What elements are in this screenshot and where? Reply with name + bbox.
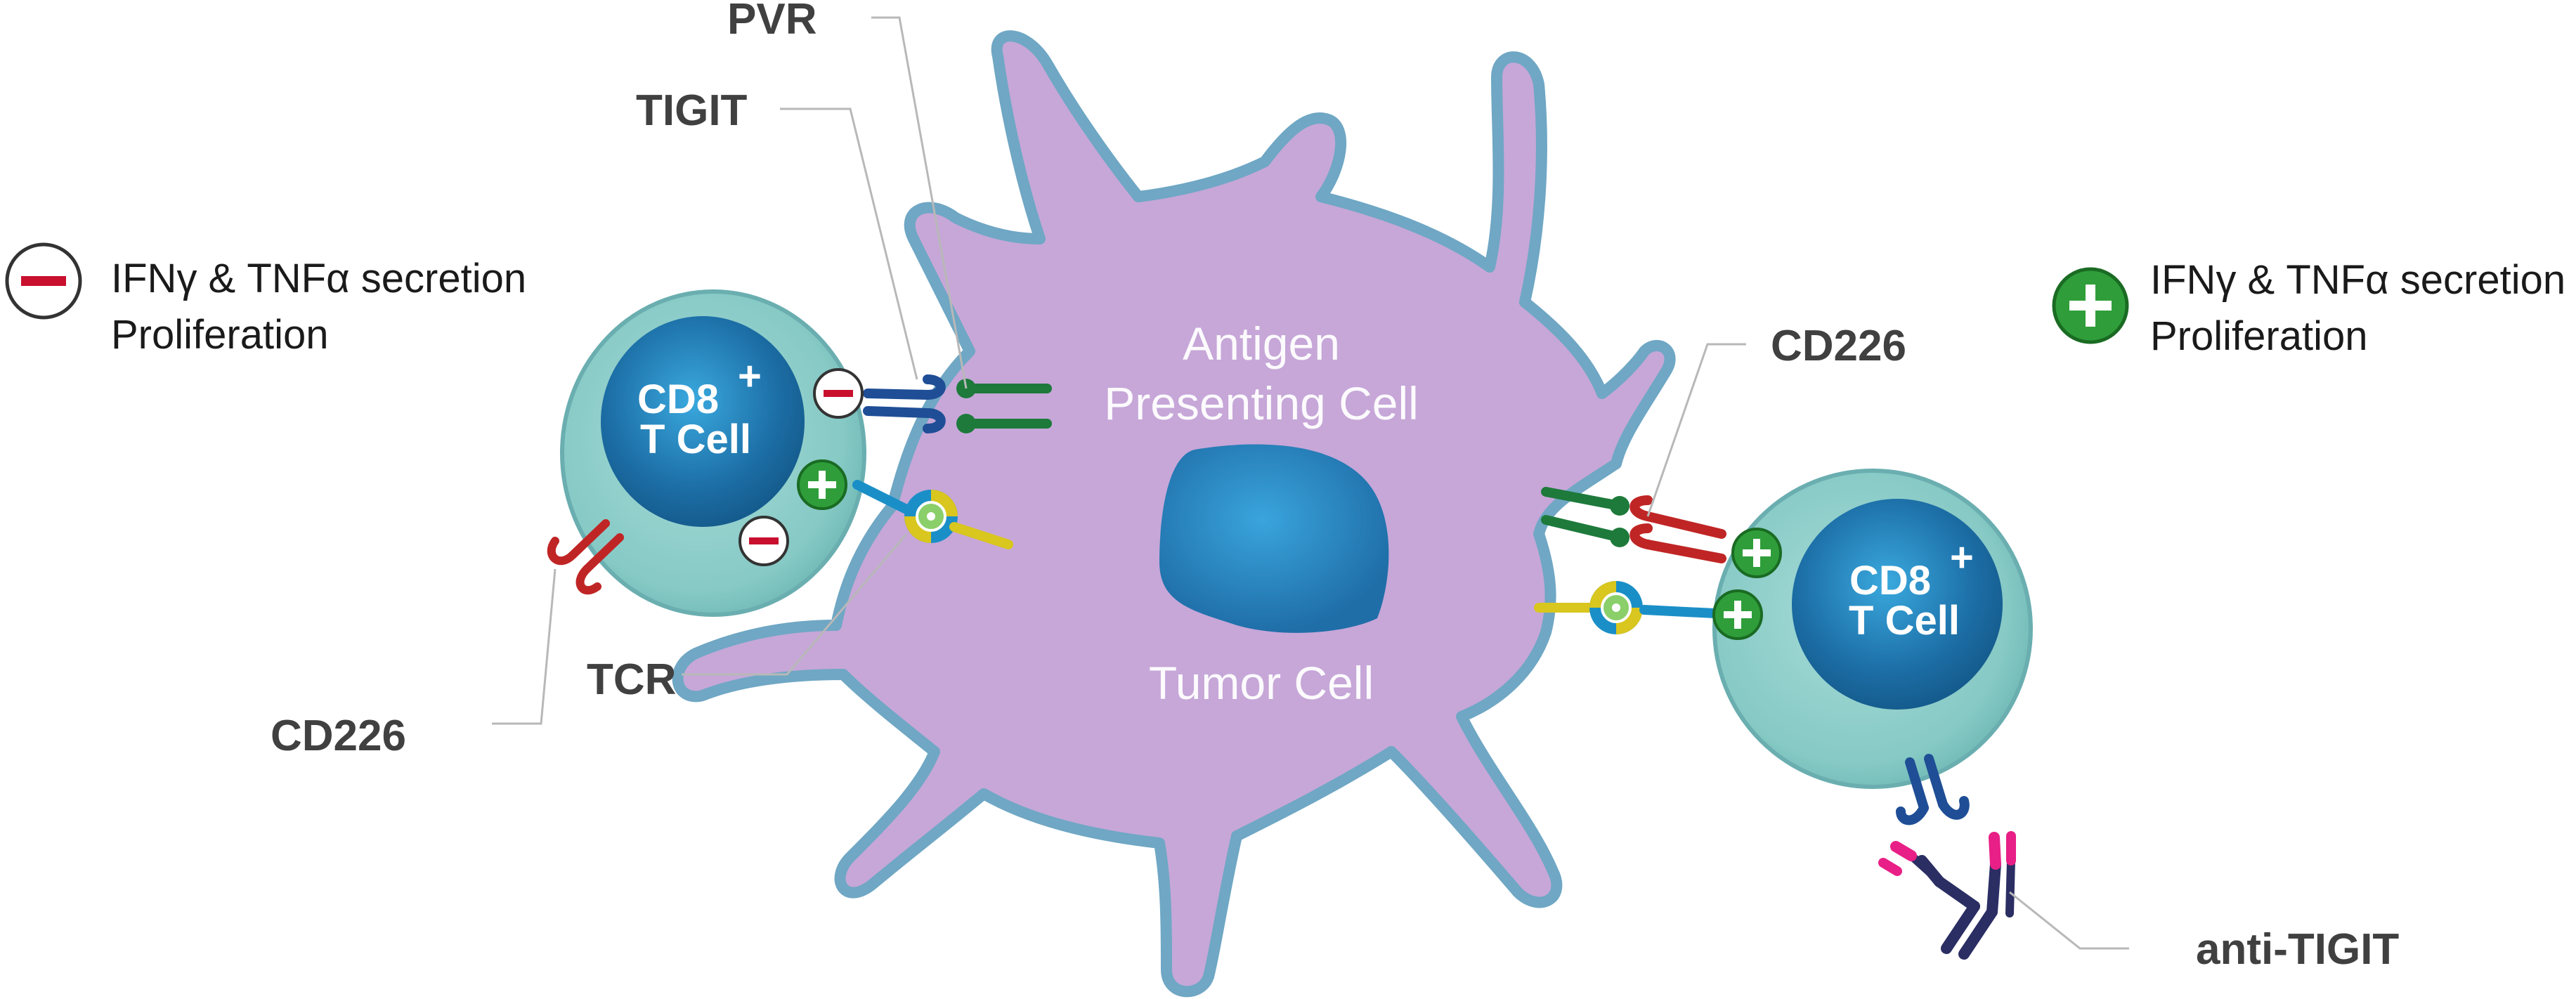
- pvr-leader: [871, 16, 968, 389]
- apc-label-line1: Antigen: [1183, 318, 1340, 370]
- right-t-cell: CD8 + T Cell: [1712, 469, 2033, 789]
- legend-right-line1: IFNγ & TNFα secretion: [2150, 257, 2565, 303]
- cd226-right-leader: [1646, 343, 1746, 517]
- legend-left: IFNγ & TNFα secretion Proliferation: [5, 242, 526, 358]
- left-t-cell-sup: +: [738, 353, 762, 399]
- cd226-right-label: CD226: [1771, 322, 1906, 370]
- left-t-cell-label-line1: CD8: [637, 377, 719, 422]
- right-pvr-knob-top: [1610, 496, 1629, 516]
- left-tcr-mhc: [852, 480, 1013, 549]
- left-tigit-receptor: [863, 374, 946, 433]
- tumor-cell-label: Tumor Cell: [1149, 657, 1374, 709]
- legend-left-line2: Proliferation: [111, 312, 328, 358]
- right-pvr-ligand: [1541, 487, 1625, 542]
- legend-left-line1: IFNγ & TNFα secretion: [111, 256, 526, 301]
- left-minus-badge-bottom: [739, 516, 789, 566]
- left-t-cell-label-line2: T Cell: [640, 417, 751, 462]
- pvr-label: PVR: [727, 0, 817, 44]
- right-tcr-mhc: [1534, 581, 1719, 634]
- anti-tigit-leader: [2009, 891, 2129, 950]
- tcr-leader: [682, 533, 908, 676]
- right-pvr-knob-bottom: [1610, 528, 1629, 547]
- right-t-cell-nucleus: [1792, 499, 2003, 710]
- legend-left-minus-icon: [5, 242, 82, 320]
- cd226-left-label: CD226: [271, 712, 406, 760]
- cd226-left-leader: [492, 568, 557, 725]
- apc-cell: Antigen Presenting Cell Tumor Cell: [672, 30, 1676, 998]
- legend-right-plus-icon: [2052, 267, 2129, 344]
- right-plus-badge-top: [1731, 528, 1782, 578]
- left-pvr-knob-bottom: [956, 414, 976, 433]
- left-minus-badge-top: [813, 368, 864, 419]
- left-t-cell-nucleus: [601, 316, 805, 527]
- legend-right: IFNγ & TNFα secretion Proliferation: [2052, 257, 2565, 359]
- right-plus-badge-bottom: [1712, 589, 1763, 640]
- apc-nucleus: [1159, 444, 1389, 633]
- left-plus-badge: [797, 459, 847, 510]
- right-t-cell-label-line2: T Cell: [1849, 598, 1960, 644]
- left-cd226-receptor: [547, 519, 624, 595]
- anti-tigit-antibody: [1878, 831, 2016, 960]
- left-pvr-ligand: [961, 384, 1052, 429]
- right-tigit-receptor: [1896, 754, 1970, 825]
- right-cd226-receptor: [1629, 495, 1726, 563]
- left-t-cell: CD8 + T Cell: [560, 289, 866, 617]
- right-t-cell-label-line1: CD8: [1849, 558, 1931, 603]
- tigit-label: TIGIT: [636, 86, 748, 135]
- right-t-cell-sup: +: [1950, 535, 1974, 580]
- tigit-leader: [780, 107, 918, 380]
- legend-right-line2: Proliferation: [2150, 313, 2367, 359]
- tcr-label: TCR: [587, 655, 676, 704]
- anti-tigit-label: anti-TIGIT: [2196, 925, 2399, 974]
- apc-label-line2: Presenting Cell: [1104, 377, 1419, 429]
